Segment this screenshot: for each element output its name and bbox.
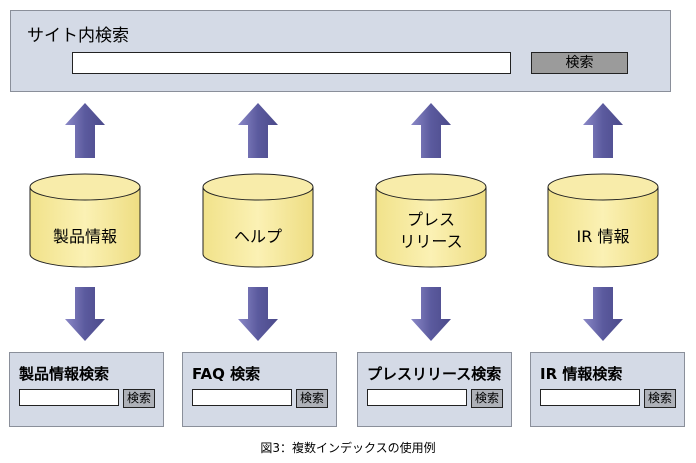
index-search-input[interactable] (367, 389, 467, 406)
site-search-button[interactable]: 検索 (531, 52, 628, 74)
index-search-title: IR 情報検索 (540, 365, 623, 383)
index-search-input[interactable] (19, 389, 119, 406)
database-cylinder-icon (375, 173, 487, 268)
site-search-title: サイト内検索 (27, 26, 129, 46)
database-label: ヘルプ (233, 227, 282, 246)
index-search-title: 製品情報検索 (19, 365, 110, 383)
down-arrow-icon (583, 287, 623, 341)
database-cylinder-icon (202, 173, 314, 268)
database-label: プレス リリース (399, 210, 463, 251)
down-arrow-icon (65, 287, 105, 341)
down-arrow-icon (411, 287, 451, 341)
index-search-panel: プレスリリース検索 検索 (357, 352, 512, 427)
up-arrow-icon (65, 103, 105, 158)
down-arrow-icon (238, 287, 278, 341)
up-arrow-icon (238, 103, 278, 158)
index-search-input[interactable] (192, 389, 292, 406)
index-search-panel: IR 情報検索 検索 (530, 352, 685, 427)
database-cylinder-icon (547, 173, 659, 268)
database-label: IR 情報 (576, 227, 630, 246)
site-search-panel: サイト内検索 検索 (10, 10, 671, 92)
database-label: 製品情報 (52, 227, 117, 246)
index-search-panel: 製品情報検索 検索 (9, 352, 164, 427)
site-search-input[interactable] (72, 52, 511, 74)
index-search-panel: FAQ 検索 検索 (182, 352, 337, 427)
up-arrow-icon (411, 103, 451, 158)
up-arrow-icon (583, 103, 623, 158)
index-search-button[interactable]: 検索 (471, 389, 503, 408)
index-search-title: プレスリリース検索 (367, 365, 502, 383)
index-search-input[interactable] (540, 389, 640, 406)
index-search-button[interactable]: 検索 (123, 389, 155, 408)
index-search-button[interactable]: 検索 (296, 389, 328, 408)
database-cylinder-icon (29, 173, 141, 268)
figure-caption: 図3：複数インデックスの使用例 (260, 441, 436, 455)
index-search-button[interactable]: 検索 (644, 389, 676, 408)
index-search-title: FAQ 検索 (192, 365, 261, 383)
